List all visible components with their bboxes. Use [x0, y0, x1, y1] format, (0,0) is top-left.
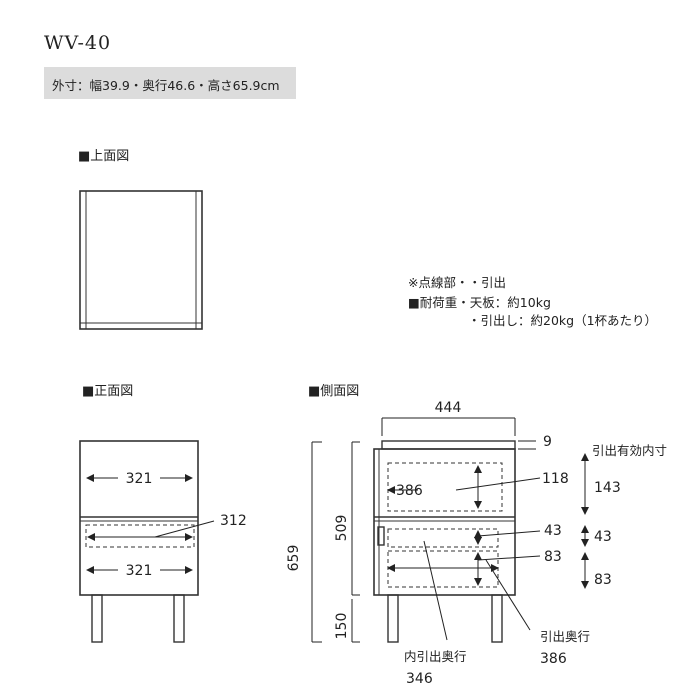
side-body	[373, 448, 516, 596]
top-view-drawing	[79, 190, 203, 330]
dimensions-text: 外寸：幅39.9・奥行46.6・高さ65.9cm	[52, 78, 280, 93]
front-top-width-label: 321	[126, 471, 153, 487]
load-note-drawer: ・引出し：約20kg（1杯あたり）	[468, 313, 658, 328]
front-drawer-dotted	[85, 524, 195, 548]
side-depth-label: 444	[435, 400, 462, 416]
model-name: WV-40	[44, 32, 112, 54]
top-view-outline	[79, 190, 203, 330]
front-bottom-width-label: 321	[126, 563, 153, 579]
side-top-thickness-label: 9	[543, 434, 552, 450]
front-view-heading: ■正面図	[82, 384, 134, 399]
total-height-label: 659	[286, 545, 302, 572]
drawer-depth-caption: 引出奥行	[540, 629, 590, 644]
side-upper-height-label: 118	[542, 471, 569, 487]
front-leg-left	[91, 594, 103, 643]
side-dimension-lines	[311, 417, 589, 643]
side-mid-drawer-dotted	[387, 528, 499, 548]
dotted-note: ※点線部・・引出	[408, 275, 506, 290]
front-view-body	[79, 440, 199, 596]
effective-upper-label: 143	[594, 480, 621, 496]
side-lower-a-label: 43	[544, 523, 562, 539]
top-view-heading: ■上面図	[78, 149, 130, 164]
body-height-label: 509	[334, 515, 350, 542]
front-view-drawing	[79, 440, 199, 643]
drawer-depth-value: 386	[540, 651, 567, 667]
dimensions-box: 外寸：幅39.9・奥行46.6・高さ65.9cm	[44, 67, 296, 99]
effective-inner-label: 引出有効内寸	[592, 443, 667, 458]
front-leg-right	[173, 594, 185, 643]
front-dimension-lines	[86, 474, 215, 574]
side-handle	[377, 526, 385, 546]
effective-mid-label: 43	[594, 529, 612, 545]
side-view-drawing	[373, 440, 516, 643]
front-drawer-inner-label: 312	[220, 513, 247, 529]
load-note-top: ■耐荷重・天板：約10kg	[408, 295, 551, 310]
inner-depth-caption: 内引出奥行	[404, 649, 467, 664]
leg-height-label: 150	[334, 613, 350, 640]
side-lower-drawer-dotted	[387, 550, 499, 588]
effective-lower-label: 83	[594, 572, 612, 588]
side-top-board	[381, 440, 516, 450]
side-view-heading: ■側面図	[308, 384, 360, 399]
side-leg-front	[387, 594, 399, 643]
side-upper-depth-label: 386	[396, 483, 423, 499]
side-leg-back	[491, 594, 503, 643]
side-upper-drawer-dotted	[387, 462, 503, 512]
side-lower-b-label: 83	[544, 549, 562, 565]
inner-depth-value: 346	[406, 671, 433, 687]
